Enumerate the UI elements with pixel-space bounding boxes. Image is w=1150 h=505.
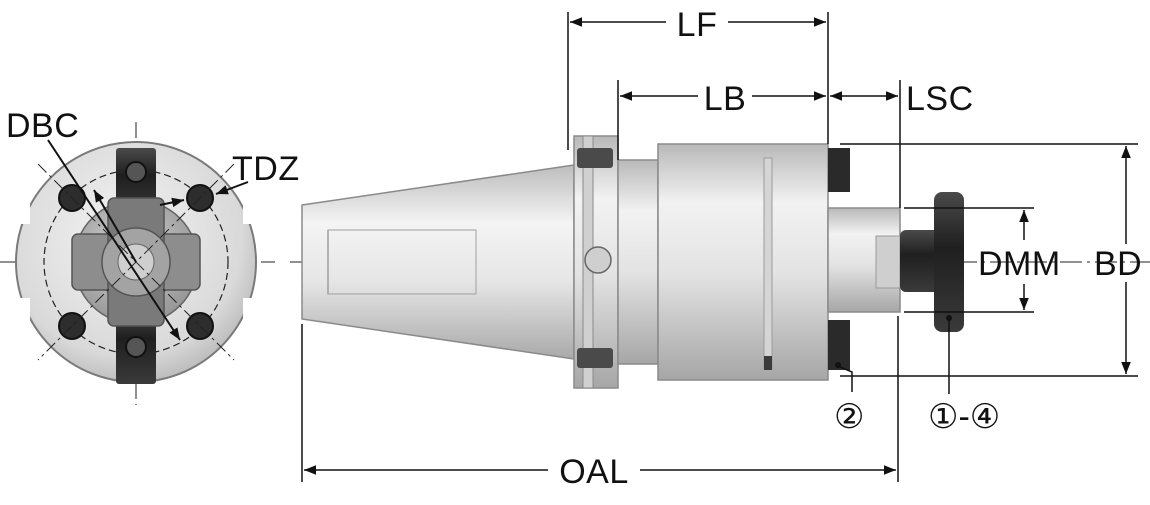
dbc-upper-arrow [93, 189, 137, 263]
left-bottom-notch [14, 298, 30, 326]
side-view [290, 135, 1150, 389]
face-top-drive-key [828, 148, 850, 192]
bd-label: BD [1094, 245, 1142, 283]
flange-top-key [577, 148, 613, 168]
left-top-notch [14, 196, 30, 224]
dimension-labels: LF LB LSC DMM BD OAL ② ①-④ [559, 6, 1142, 491]
front-view: DBC TDZ [0, 107, 300, 405]
dbc-diameter-line [47, 139, 181, 341]
arbor-relief [875, 235, 901, 289]
lock-screw-head [934, 192, 964, 332]
flange-bottom-key [577, 348, 613, 368]
oal-label: OAL [559, 453, 629, 491]
part-2-leader [837, 365, 853, 392]
lf-label: LF [677, 6, 718, 44]
dbc-label: DBC [6, 107, 79, 145]
part-2-callout: ② [834, 398, 864, 436]
lock-screw-shank [900, 230, 942, 292]
body-slot-insert [764, 356, 772, 370]
bottom-key-screw [125, 336, 147, 358]
lb-label: LB [704, 80, 747, 118]
tdz-label: TDZ [232, 150, 300, 188]
holder-neck [617, 159, 659, 365]
lsc-label: LSC [906, 80, 974, 118]
right-top-notch [243, 196, 259, 224]
dmm-label: DMM [978, 245, 1061, 283]
holder-body [657, 143, 829, 381]
top-key-screw [125, 161, 147, 183]
right-bottom-notch [243, 298, 259, 326]
tdz-arrow-right [215, 181, 249, 195]
dimensions [301, 12, 1138, 482]
part-1-4-marker [946, 315, 952, 321]
body-slot [763, 157, 773, 369]
tdz-arrow-left [159, 197, 185, 208]
taper-inner-bore [327, 229, 477, 295]
part-1-4-callout: ①-④ [928, 398, 1000, 436]
orientation-hole [584, 246, 612, 274]
face-bottom-drive-key [828, 320, 850, 370]
taper-shank [301, 164, 575, 360]
